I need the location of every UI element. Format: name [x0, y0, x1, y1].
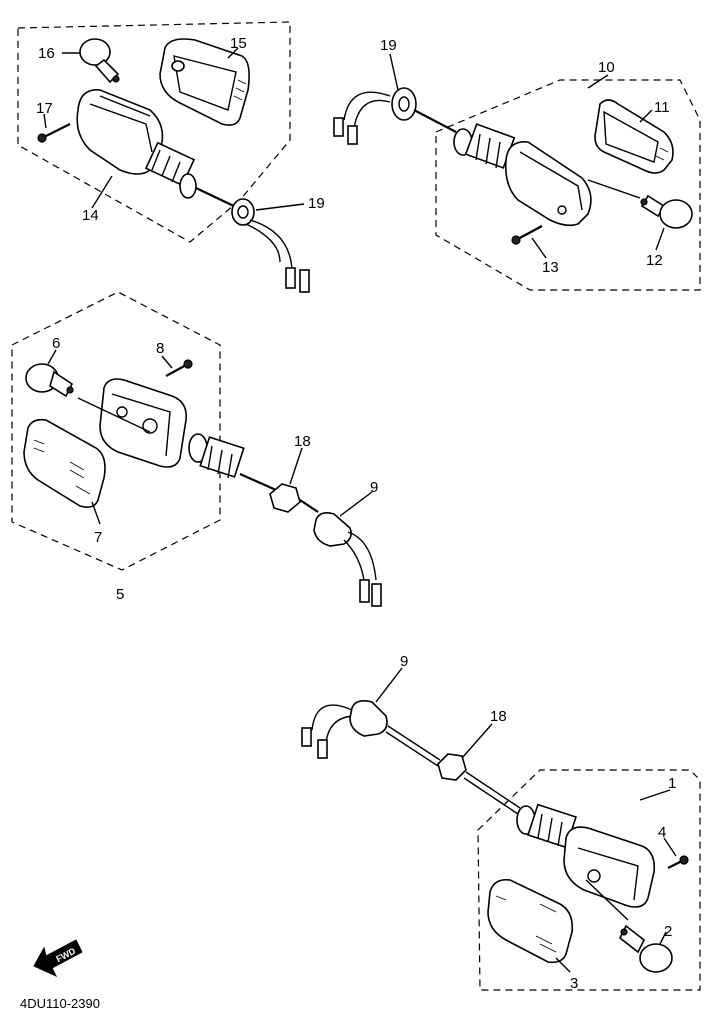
part-label-2: 2	[664, 923, 672, 940]
part-label-7: 7	[94, 529, 102, 546]
leader-lines	[43, 47, 677, 973]
part-label-5: 5	[116, 586, 124, 603]
drawing-code: 4DU110-2390	[20, 996, 100, 1011]
part-label-4: 4	[658, 824, 666, 841]
screw-13	[511, 225, 543, 245]
wire-leads-10	[333, 91, 391, 145]
part-label-9a: 9	[370, 479, 378, 496]
grommet-19a	[231, 198, 255, 226]
housing-14	[76, 89, 239, 209]
wire-leads-14	[245, 219, 310, 293]
screw-17	[37, 123, 71, 143]
part-label-8: 8	[156, 340, 164, 357]
part-label-12: 12	[646, 252, 663, 269]
part-label-16: 16	[38, 45, 55, 62]
part-label-19b: 19	[380, 37, 397, 54]
forward-arrow-icon: FWD	[33, 939, 83, 978]
lens-11	[594, 99, 674, 174]
screw-8	[165, 359, 193, 377]
part-label-13: 13	[542, 259, 559, 276]
signal-assembly-rear-left	[17, 21, 310, 293]
part-label-3: 3	[570, 975, 578, 992]
bulb-12	[587, 179, 693, 229]
part-labels: 16 15 17 14 19 19 10 11 12 13 6 8 7 5 18…	[36, 35, 676, 992]
part-label-9b: 9	[400, 653, 408, 670]
grommet-19b	[391, 87, 457, 133]
nut-18a	[269, 483, 319, 513]
part-label-14: 14	[82, 207, 99, 224]
signal-assembly-front-right	[301, 700, 701, 991]
part-label-11: 11	[654, 99, 670, 116]
part-label-15: 15	[230, 35, 247, 52]
rubber-cap-9b	[349, 700, 441, 767]
part-label-18b: 18	[490, 708, 507, 725]
lens-7	[23, 418, 106, 508]
housing-1	[516, 803, 656, 921]
assembly-boundary-5	[11, 291, 221, 571]
part-label-17: 17	[36, 100, 53, 117]
part-label-10: 10	[598, 59, 615, 76]
part-label-19a: 19	[308, 195, 325, 212]
bulb-2	[618, 924, 673, 973]
assembly-boundary-1	[477, 769, 701, 991]
assembly-boundary-10	[435, 79, 701, 291]
bulb-16	[79, 38, 120, 84]
wire-leads-1	[301, 704, 357, 759]
rubber-cap-9a	[313, 512, 382, 607]
signal-assembly-front-left	[11, 291, 382, 607]
part-label-18a: 18	[294, 433, 311, 450]
nut-18b	[437, 753, 521, 815]
part-label-1: 1	[668, 775, 676, 792]
bulb-6	[25, 363, 74, 398]
housing-5	[77, 378, 277, 492]
lens-15	[159, 38, 250, 126]
part-label-6: 6	[52, 335, 60, 352]
signal-assembly-rear-right	[333, 79, 701, 291]
screw-4	[667, 855, 689, 869]
lens-3	[487, 878, 574, 964]
housing-10	[453, 123, 592, 227]
